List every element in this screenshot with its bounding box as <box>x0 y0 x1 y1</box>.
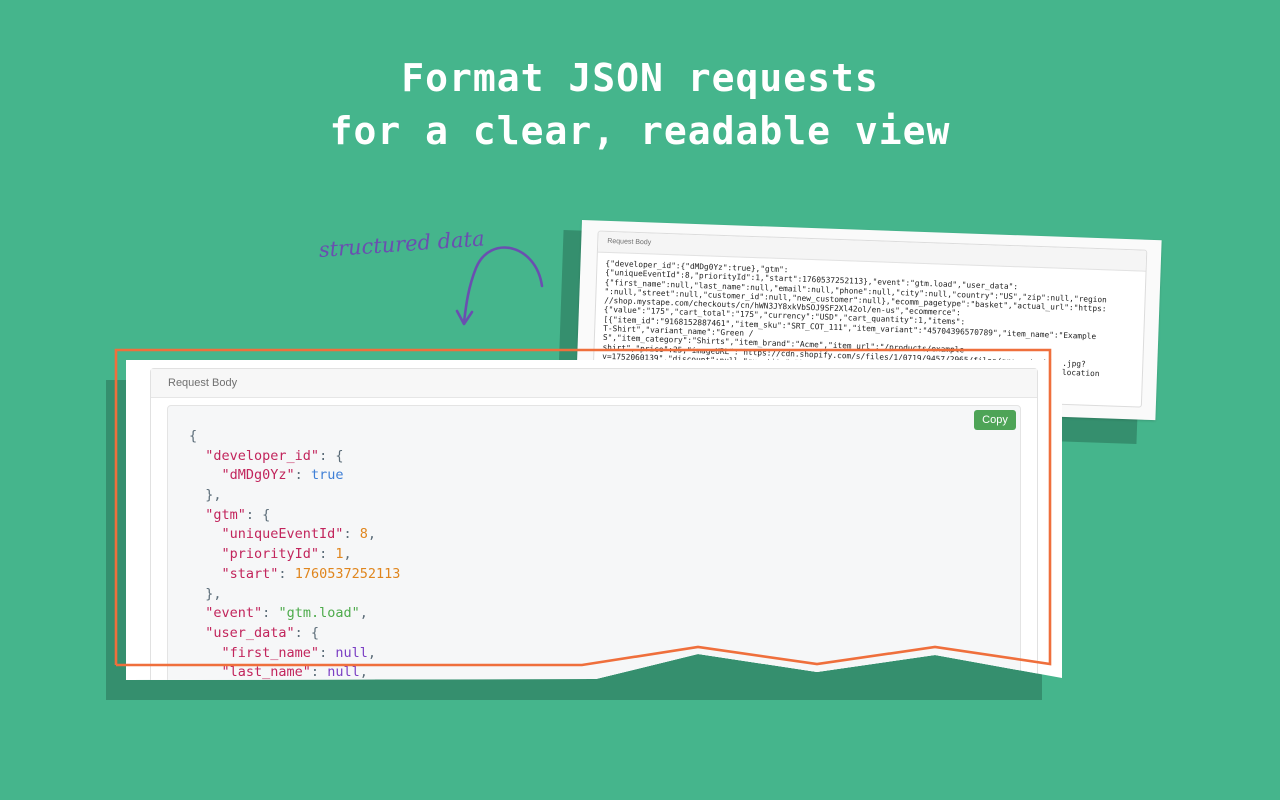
json-punctuation: , <box>343 546 352 563</box>
panel-title: Request Body <box>151 369 1037 398</box>
code-line: "event": "gtm.load", <box>189 604 400 624</box>
json-punctuation: : { <box>245 506 271 523</box>
code-line: "uniqueEventId": 8, <box>189 525 400 545</box>
json-key: "last_name" <box>221 664 311 681</box>
json-punctuation: : <box>294 467 311 484</box>
json-value: "gtm.load" <box>278 605 360 622</box>
code-line: "gtm": { <box>189 506 400 526</box>
json-value: 1760537252113 <box>294 565 401 582</box>
formatted-request-card: Request Body Copy { "developer_id": { "d… <box>126 360 1062 680</box>
json-value: null <box>327 664 360 681</box>
code-line: "user_data": { <box>189 624 400 644</box>
json-punctuation: : { <box>319 447 344 464</box>
json-key: "gtm" <box>205 506 246 523</box>
json-value: true <box>310 467 344 484</box>
code-line: "last_name": null, <box>189 663 400 681</box>
json-punctuation: : <box>262 605 279 622</box>
json-key: "developer_id" <box>205 447 320 464</box>
json-value: 1 <box>335 546 344 563</box>
json-punctuation: , <box>359 605 368 622</box>
json-punctuation: { <box>189 428 198 444</box>
json-punctuation: : <box>319 644 336 661</box>
json-punctuation: : <box>343 526 360 543</box>
code-line: "developer_id": { <box>189 447 400 467</box>
json-key: "uniqueEventId" <box>221 526 344 543</box>
headline: Format JSON requests for a clear, readab… <box>0 52 1280 158</box>
json-key: "user_data" <box>205 624 295 641</box>
headline-line-2: for a clear, readable view <box>329 109 951 153</box>
headline-line-1: Format JSON requests <box>401 56 879 100</box>
json-punctuation: : { <box>294 624 320 641</box>
json-value: null <box>335 644 368 661</box>
json-code-block: { "developer_id": { "dMDg0Yz": true }, "… <box>189 427 401 681</box>
json-punctuation: : <box>319 546 336 563</box>
formatted-json-viewer: Copy { "developer_id": { "dMDg0Yz": true… <box>167 405 1021 681</box>
json-key: "start" <box>221 565 279 582</box>
code-line: "priorityId": 1, <box>189 545 400 565</box>
json-key: "event" <box>205 605 263 622</box>
code-line: "first_name": null, <box>189 644 400 664</box>
curved-arrow-icon <box>455 246 544 326</box>
json-punctuation: : <box>278 565 295 582</box>
code-line: { <box>189 427 400 447</box>
copy-button[interactable]: Copy <box>974 410 1016 430</box>
json-punctuation: , <box>367 526 376 543</box>
json-punctuation: , <box>359 664 368 681</box>
json-punctuation: }, <box>189 487 222 504</box>
json-key: "first_name" <box>221 644 320 661</box>
json-key: "dMDg0Yz" <box>221 467 295 484</box>
code-line: "dMDg0Yz": true <box>189 466 400 486</box>
code-line: }, <box>189 486 400 506</box>
json-punctuation: , <box>367 644 376 661</box>
json-punctuation: : <box>310 664 328 681</box>
code-line: "start": 1760537252113 <box>189 565 401 585</box>
json-key: "priorityId" <box>221 546 320 563</box>
json-value: 8 <box>359 526 368 543</box>
code-line: }, <box>189 585 400 605</box>
json-punctuation: }, <box>189 585 222 602</box>
request-body-panel: Request Body Copy { "developer_id": { "d… <box>150 368 1038 681</box>
